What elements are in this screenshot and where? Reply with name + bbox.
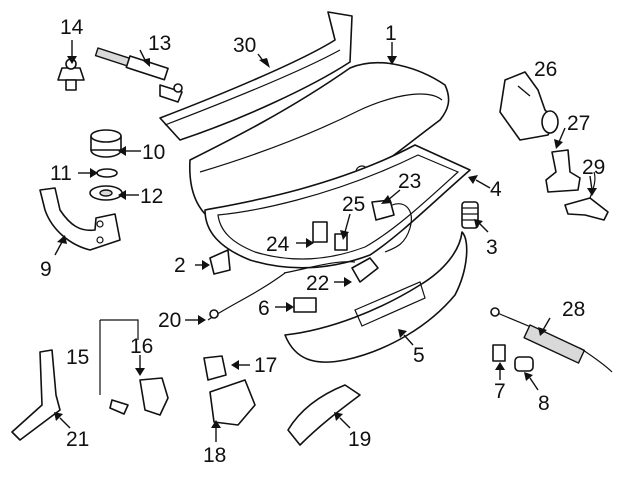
callout-19: 19 — [348, 428, 371, 451]
callout-24: 24 — [266, 233, 290, 256]
part-8-cap — [514, 356, 534, 372]
part-29-latch-link — [564, 171, 609, 221]
callout-23: 23 — [398, 170, 421, 193]
callout-15: 15 — [66, 346, 89, 369]
callout-labels: 1 2 3 4 5 6 7 8 9 10 11 12 13 14 15 16 1… — [40, 16, 605, 467]
part-12-washer — [89, 185, 123, 201]
part-9-hinge — [39, 187, 121, 251]
callout-3: 3 — [486, 236, 498, 259]
part-5-trim-panel — [284, 231, 468, 363]
part-18-lock-assembly — [209, 379, 256, 426]
leader-lines — [54, 40, 597, 442]
part-20-release-cable — [207, 272, 286, 321]
part-15-16-lock — [99, 319, 169, 416]
callout-27: 27 — [567, 112, 590, 135]
part-7-clip — [492, 344, 506, 362]
part-21-strap — [11, 349, 61, 441]
part-17-bracket — [203, 355, 227, 381]
callout-16: 16 — [130, 335, 153, 358]
callout-12: 12 — [140, 185, 163, 208]
part-19-latch-handle — [287, 384, 361, 446]
part-4-weatherstrip — [204, 144, 471, 269]
callout-20: 20 — [158, 309, 181, 332]
part-26-actuator — [499, 71, 559, 141]
part-11-o-ring — [96, 168, 118, 178]
part-10-grommet — [90, 129, 122, 158]
callout-4: 4 — [490, 178, 502, 201]
part-2-bumper — [209, 249, 231, 275]
callout-5: 5 — [413, 344, 425, 367]
callout-30: 30 — [233, 34, 256, 57]
part-28-gas-strut — [490, 307, 613, 373]
callout-28: 28 — [562, 298, 585, 321]
callout-7: 7 — [494, 380, 506, 403]
callout-2: 2 — [174, 254, 186, 277]
callout-17: 17 — [254, 354, 277, 377]
callout-6: 6 — [258, 297, 270, 320]
callout-13: 13 — [148, 32, 171, 55]
callout-18: 18 — [203, 444, 226, 467]
part-30-spoiler — [159, 11, 353, 141]
part-24-clip — [312, 221, 328, 243]
callout-25: 25 — [342, 193, 365, 216]
part-27-bracket — [545, 149, 581, 193]
callout-14: 14 — [60, 16, 84, 39]
callout-29: 29 — [582, 156, 605, 179]
callout-26: 26 — [534, 58, 557, 81]
part-22-latch — [283, 257, 379, 283]
part-6-light — [293, 297, 317, 313]
callout-10: 10 — [142, 141, 165, 164]
callout-22: 22 — [306, 272, 329, 295]
callout-11: 11 — [50, 162, 72, 185]
callout-1: 1 — [385, 22, 397, 45]
callout-8: 8 — [538, 392, 550, 415]
part-14-bumper-stop — [57, 58, 85, 91]
callout-9: 9 — [40, 258, 52, 281]
callout-21: 21 — [66, 428, 89, 451]
